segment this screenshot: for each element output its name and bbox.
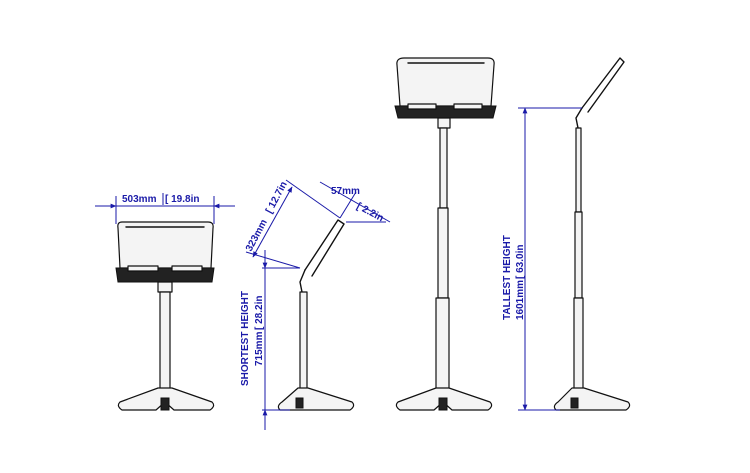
- stand-side-tall: [553, 57, 631, 411]
- tallest-height-label: TALLEST HEIGHT: [502, 235, 513, 320]
- width-mm-label: 503mm: [122, 194, 157, 205]
- stand-side-short: [277, 219, 355, 411]
- shortest-height-dimension: SHORTEST HEIGHT 715mm [ 28.2in: [240, 250, 300, 430]
- shortest-height-label: SHORTEST HEIGHT: [240, 291, 251, 386]
- lip-dimension: 57mm [ 2.2in: [319, 181, 391, 224]
- tallest-mm-label: 1601mm: [515, 280, 526, 320]
- tallest-height-dimension: TALLEST HEIGHT 1601mm [ 63.0in: [502, 107, 582, 411]
- shortest-mm-label: 715mm: [254, 331, 265, 366]
- lip-mm-label: 57mm: [331, 186, 360, 197]
- shortest-in-label: [ 28.2in: [254, 296, 265, 330]
- desk-mm-label: 323mm: [244, 218, 270, 254]
- tallest-in-label: [ 63.0in: [515, 245, 526, 279]
- stand-front-short: [115, 221, 215, 411]
- lip-in-label: [ 2.2in: [355, 201, 386, 224]
- stand-front-tall: [394, 57, 497, 411]
- width-in-label: [ 19.8in: [165, 194, 199, 205]
- width-dimension: 503mm [ 19.8in: [95, 193, 235, 224]
